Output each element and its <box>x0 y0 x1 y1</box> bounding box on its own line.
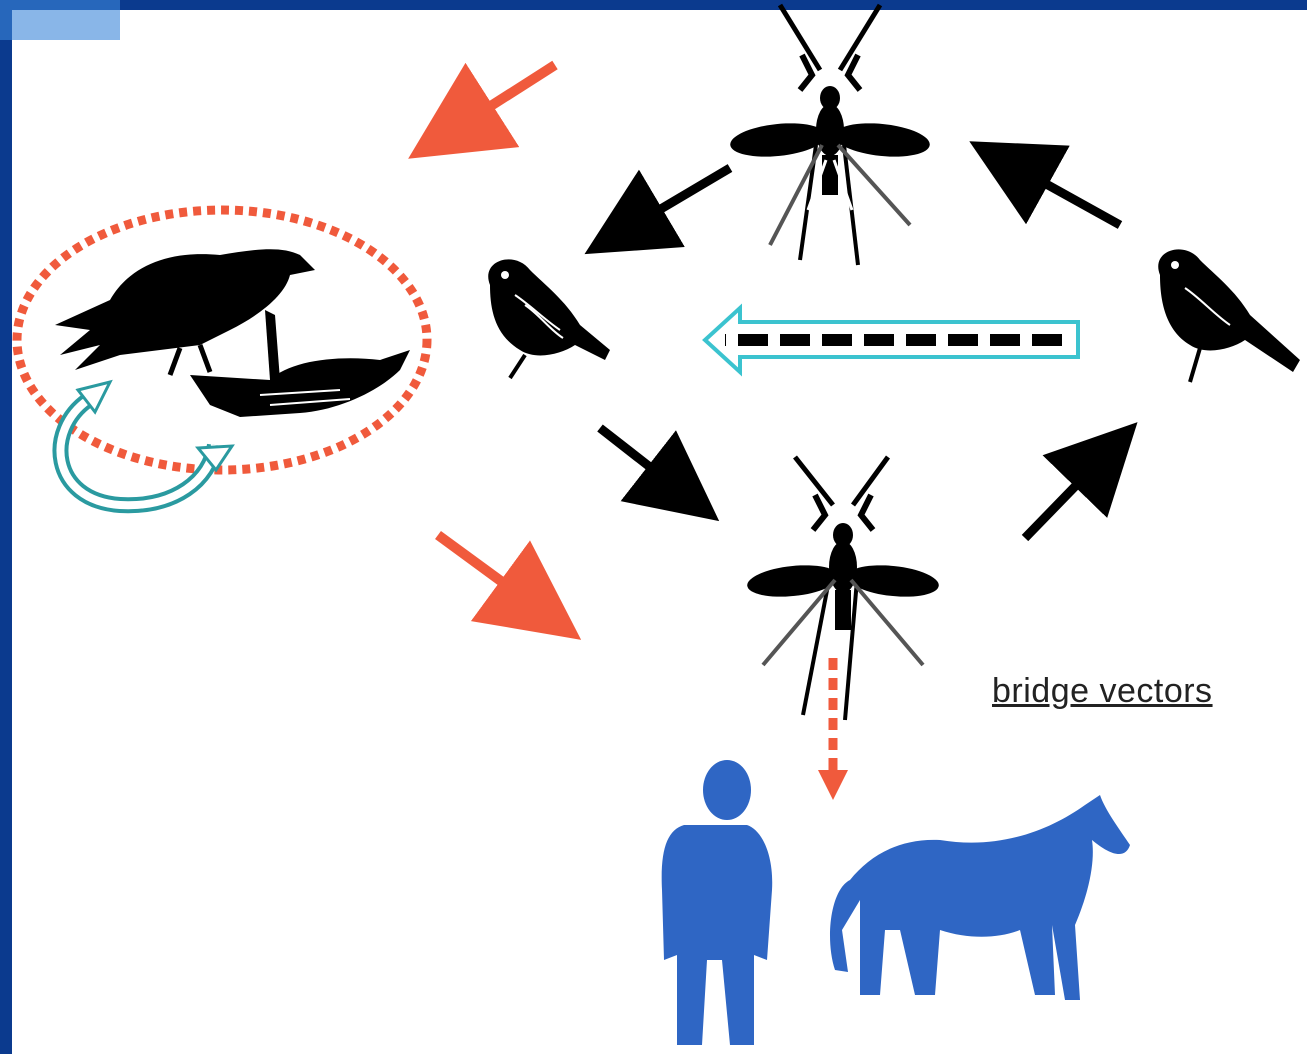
left-bar <box>0 0 12 1054</box>
horse-icon <box>830 795 1130 1000</box>
bird-icon <box>488 259 610 378</box>
arrow-mosquito-to-right-bird <box>1025 435 1125 538</box>
arrow-bird-to-mosquito <box>985 150 1120 225</box>
arrow-bird-to-bottom-mosquito <box>600 428 705 510</box>
red-arrow-top <box>425 65 555 148</box>
top-bar <box>0 0 1307 10</box>
red-dotted-arrow-head <box>818 770 848 800</box>
corner-glow <box>0 0 120 40</box>
bird-icon <box>1158 249 1300 382</box>
bridge-vectors-label: bridge vectors <box>992 672 1213 711</box>
red-arrow-bottom <box>438 535 565 628</box>
mosquito-icon <box>746 457 941 720</box>
recycle-arrow-icon <box>60 382 232 505</box>
mosquito-icon <box>729 5 932 265</box>
arrow-mosquito-to-bird <box>600 168 730 245</box>
human-icon <box>662 760 773 1045</box>
migration-arrow <box>705 308 1078 372</box>
